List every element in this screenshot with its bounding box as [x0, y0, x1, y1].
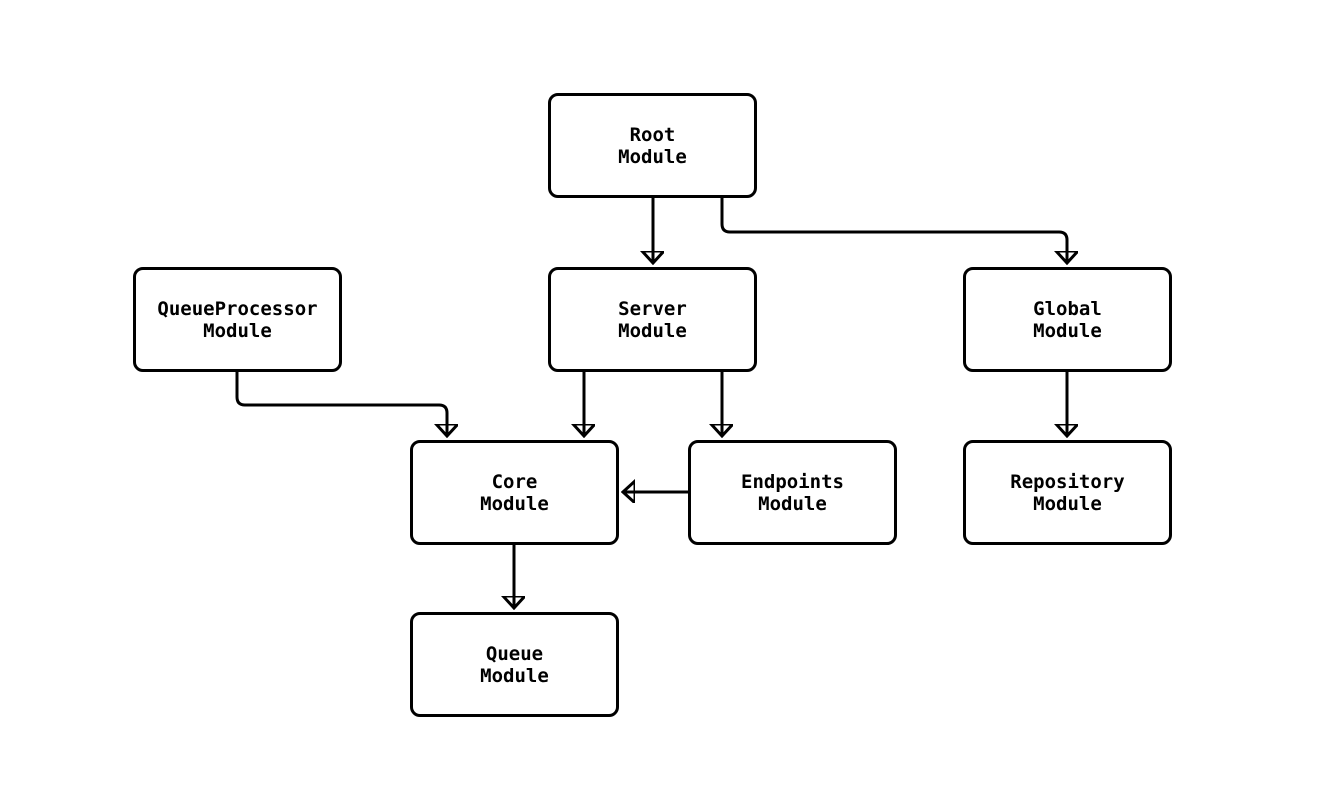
node-endpoints-module[interactable]: Endpoints Module: [688, 440, 897, 545]
edge-queueprocessor-to-core: [235, 372, 447, 436]
node-repository-module[interactable]: Repository Module: [963, 440, 1172, 545]
node-server-module[interactable]: Server Module: [548, 267, 757, 372]
node-queue-module-label: Queue Module: [480, 642, 549, 687]
node-server-module-label: Server Module: [618, 297, 687, 342]
node-queueprocessor-module-label: QueueProcessor Module: [157, 297, 318, 342]
edge-root-to-global: [720, 198, 1067, 263]
node-core-module-label: Core Module: [480, 470, 549, 515]
node-global-module-label: Global Module: [1033, 297, 1102, 342]
node-endpoints-module-label: Endpoints Module: [741, 470, 844, 515]
node-queueprocessor-module[interactable]: QueueProcessor Module: [133, 267, 342, 372]
node-queue-module[interactable]: Queue Module: [410, 612, 619, 717]
node-root-module[interactable]: Root Module: [548, 93, 757, 198]
node-core-module[interactable]: Core Module: [410, 440, 619, 545]
node-root-module-label: Root Module: [618, 123, 687, 168]
node-repository-module-label: Repository Module: [1010, 470, 1125, 515]
node-global-module[interactable]: Global Module: [963, 267, 1172, 372]
